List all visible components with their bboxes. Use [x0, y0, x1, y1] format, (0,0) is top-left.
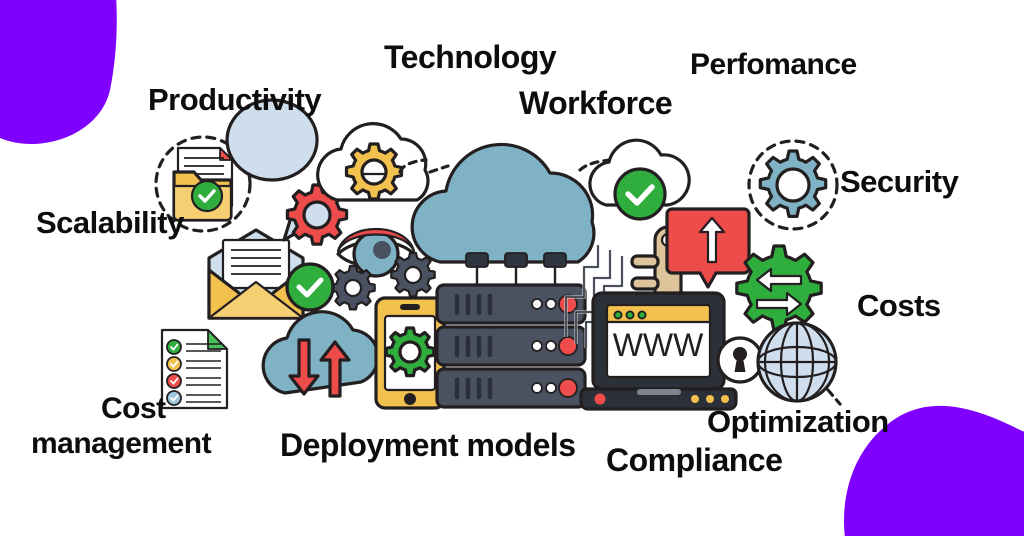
envelope-open: [207, 228, 305, 320]
gear-dark-small-2: [390, 251, 436, 298]
server-stack: [435, 283, 587, 409]
gear-exchange-green: [735, 244, 823, 332]
smartphone-gear: [374, 296, 446, 410]
browser-url-text: WWW: [613, 327, 704, 363]
laptop-www: WWW: [579, 291, 738, 411]
label-technology: Technology: [384, 39, 557, 75]
label-productivity: Productivity: [148, 82, 322, 117]
label-perfomance: Perfomance: [690, 48, 857, 81]
label-cost-management-line2: management: [31, 427, 212, 460]
label-deployment-models: Deployment models: [280, 427, 576, 463]
globe-grid: [756, 321, 838, 403]
upload-callout: [665, 207, 751, 289]
label-optimization: Optimization: [707, 404, 889, 439]
check-circle-green: [285, 262, 335, 312]
gear-security: [747, 139, 839, 231]
label-cost-management-line1: Cost: [101, 392, 166, 425]
cloud-sync-arrows: [261, 310, 380, 398]
label-workforce: Workforce: [519, 85, 673, 121]
cloud-outline-gear: [316, 122, 450, 202]
cloud-check: [588, 138, 691, 221]
speech-bubble-gear: [225, 98, 349, 246]
gear-dark-small: [330, 264, 376, 311]
label-compliance: Compliance: [606, 442, 783, 478]
padlock-keyhole: [716, 336, 764, 384]
label-scalability: Scalability: [36, 205, 184, 240]
checklist-document: [160, 328, 229, 410]
folder-document-check: [154, 135, 252, 233]
cloud-main: [410, 142, 596, 285]
label-costs: Costs: [857, 288, 941, 323]
label-security: Security: [840, 164, 959, 199]
